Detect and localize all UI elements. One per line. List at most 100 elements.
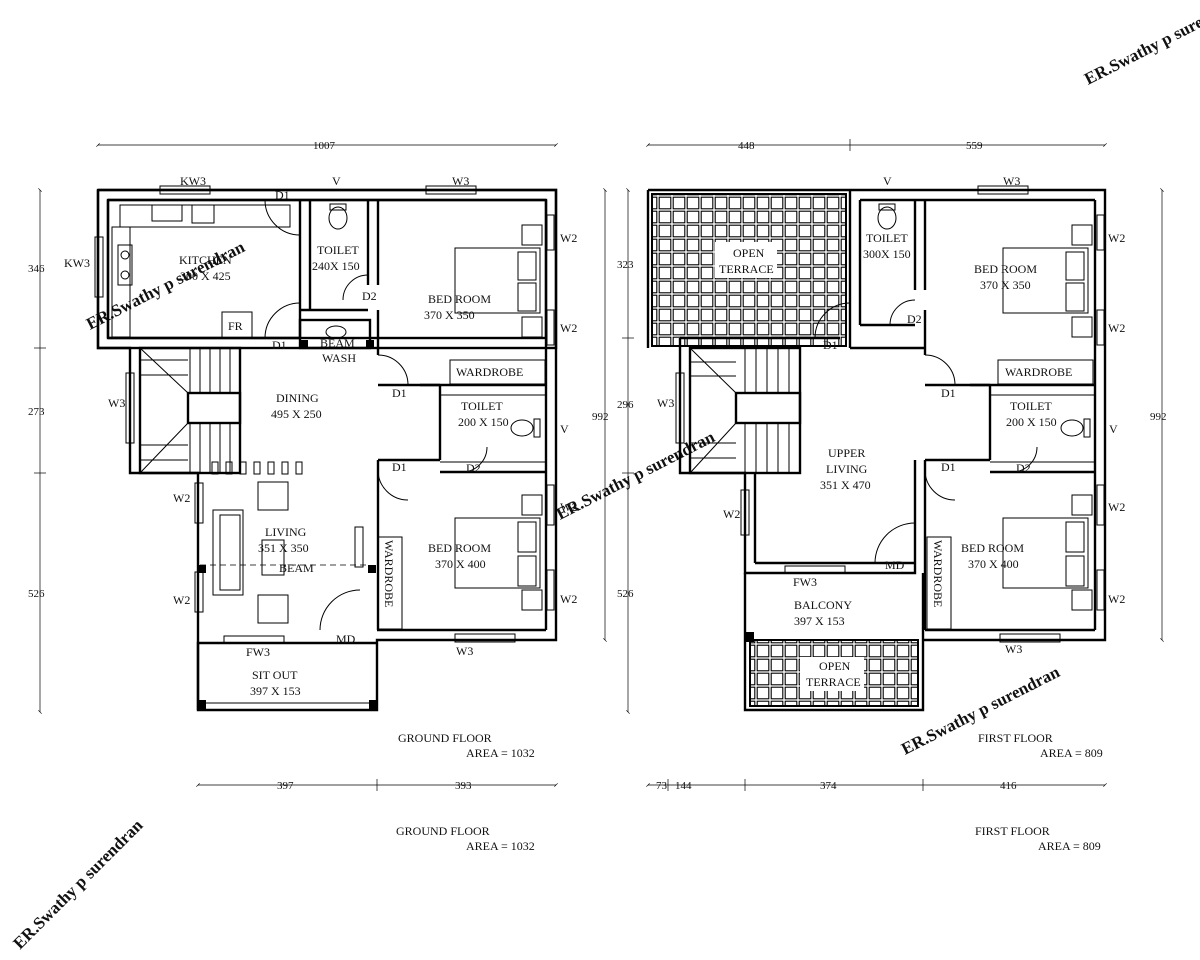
gf-toilet-2-name: TOILET — [461, 399, 503, 413]
gf-toilet-1-name: TOILET — [317, 243, 359, 257]
gf-bed-2-size: 370 X 400 — [435, 557, 486, 571]
gf-beam-2: BEAM — [279, 561, 314, 575]
ff-dim-bottom-3: 374 — [820, 780, 837, 792]
ff-wardrobe-1: WARDROBE — [1005, 365, 1072, 379]
gf-bed-1-size: 370 X 350 — [424, 308, 475, 322]
gf-md: MD — [336, 632, 356, 646]
gf-d1-kitchen-bottom: D1 — [272, 338, 287, 352]
ff-v-toilet: V — [883, 174, 892, 188]
ff-open-terrace-2-name: OPEN — [819, 659, 851, 673]
ff-w2-living: W2 — [723, 507, 740, 521]
ff-toilet-1-name: TOILET — [866, 231, 908, 245]
caption-first-title: FIRST FLOOR — [975, 824, 1050, 838]
ff-balcony-size: 397 X 153 — [794, 614, 845, 628]
gf-wash: WASH — [322, 351, 356, 365]
gf-dim-bottom-2: 393 — [455, 780, 472, 792]
gf-beam-1: BEAM — [320, 336, 355, 350]
ff-d1-terrace: D1 — [823, 338, 838, 352]
gf-w2-bed1-b: W2 — [560, 321, 577, 335]
ff-bed-2-size: 370 X 400 — [968, 557, 1019, 571]
watermark-center: ER.Swathy p surendran — [553, 427, 718, 524]
ground-floor-plan — [34, 143, 607, 791]
gf-dining-size: 495 X 250 — [271, 407, 322, 421]
ff-w2-bed1-b: W2 — [1108, 321, 1125, 335]
gf-dim-left-3: 526 — [28, 588, 45, 600]
captions: GROUND FLOOR AREA = 1032 FIRST FLOOR ARE… — [396, 824, 1101, 853]
gf-living-name: LIVING — [265, 525, 307, 539]
gf-dining-name: DINING — [276, 391, 319, 405]
gf-w3-bed-top: W3 — [452, 174, 469, 188]
ff-fw3: FW3 — [793, 575, 817, 589]
gf-d1-kitchen: D1 — [275, 188, 290, 202]
caption-ground-area: AREA = 1032 — [466, 839, 535, 853]
ff-balcony-name: BALCONY — [794, 598, 852, 612]
gf-w2-bed2-b: W2 — [560, 592, 577, 606]
gf-sit-out-size: 397 X 153 — [250, 684, 301, 698]
watermark-bottom-left: ER.Swathy p surendran — [9, 815, 147, 953]
first-floor-text: 448 559 323 296 526 992 73 144 374 416 O… — [617, 140, 1167, 792]
watermark-top-right: ER.Swathy p surendran — [1081, 0, 1200, 89]
gf-living-size: 351 X 350 — [258, 541, 309, 555]
gf-toilet-1-size: 240X 150 — [312, 259, 360, 273]
ff-toilet-2-name: TOILET — [1010, 399, 1052, 413]
ff-bed-1-name: BED ROOM — [974, 262, 1037, 276]
ff-dim-bottom-4: 416 — [1000, 780, 1017, 792]
ff-d1-bed1: D1 — [941, 386, 956, 400]
gf-area: AREA = 1032 — [466, 746, 535, 760]
ff-upper-living-size: 351 X 470 — [820, 478, 871, 492]
gf-w3-stair: W3 — [108, 396, 125, 410]
gf-kw3-top: KW3 — [180, 174, 206, 188]
gf-fw3: FW3 — [246, 645, 270, 659]
ff-open-terrace-1-name2: TERRACE — [719, 262, 774, 276]
ff-open-terrace-1-name: OPEN — [733, 246, 765, 260]
ff-bed-1-size: 370 X 350 — [980, 278, 1031, 292]
ff-w3-bed-top: W3 — [1003, 174, 1020, 188]
ff-area: AREA = 809 — [1040, 746, 1103, 760]
gf-kw3-left: KW3 — [64, 256, 90, 270]
ff-dim-left-1: 323 — [617, 259, 634, 271]
ff-title: FIRST FLOOR — [978, 731, 1053, 745]
gf-d2-toilet2: D2 — [466, 461, 481, 475]
gf-w2-bed1-a: W2 — [560, 231, 577, 245]
gf-toilet-2-size: 200 X 150 — [458, 415, 509, 429]
ff-w2-bed2-a: W2 — [1108, 500, 1125, 514]
ff-dim-bottom-1: 73 — [656, 780, 668, 792]
ff-dim-bottom-2: 144 — [675, 780, 692, 792]
gf-d2-toilet: D2 — [362, 289, 377, 303]
ff-dim-left-3: 526 — [617, 588, 634, 600]
gf-dim-left-1: 346 — [28, 263, 45, 275]
gf-kitchen-name: KITCHEN — [179, 253, 232, 267]
gf-wardrobe-1: WARDROBE — [456, 365, 523, 379]
ff-d2-toilet: D2 — [907, 312, 922, 326]
gf-w2-living-b: W2 — [173, 593, 190, 607]
ff-v-toilet2: V — [1109, 422, 1118, 436]
ff-open-terrace-2-name2: TERRACE — [806, 675, 861, 689]
ff-dim-top-1: 448 — [738, 140, 755, 152]
gf-fridge: FR — [228, 319, 243, 333]
gf-wardrobe-2: WARDROBE — [382, 540, 396, 607]
gf-bed-2-name: BED ROOM — [428, 541, 491, 555]
ff-upper-living-name: UPPER — [828, 446, 865, 460]
ff-dim-right: 992 — [1150, 411, 1167, 423]
gf-d1-bed1: D1 — [392, 386, 407, 400]
ff-d2-toilet2: D2 — [1016, 461, 1031, 475]
gf-v-toilet2: V — [560, 422, 569, 436]
ff-toilet-2-size: 200 X 150 — [1006, 415, 1057, 429]
ff-d1-bed2: D1 — [941, 460, 956, 474]
ff-md: MD — [885, 558, 905, 572]
ff-dim-top-2: 559 — [966, 140, 983, 152]
gf-dim-right: 992 — [592, 411, 609, 423]
ff-w2-bed2-b: W2 — [1108, 592, 1125, 606]
ff-dim-left-2: 296 — [617, 399, 634, 411]
caption-first-area: AREA = 809 — [1038, 839, 1101, 853]
ff-upper-living-name2: LIVING — [826, 462, 868, 476]
gf-w2-living-a: W2 — [173, 491, 190, 505]
gf-w3-bed2-bottom: W3 — [456, 644, 473, 658]
gf-bed-1-name: BED ROOM — [428, 292, 491, 306]
gf-kitchen-size: 300 X 425 — [180, 269, 231, 283]
gf-w2-bed2-a: W2 — [560, 500, 577, 514]
ground-floor-text: 1007 346 273 526 992 397 393 KITCHEN 300… — [28, 140, 609, 792]
gf-sit-out-name: SIT OUT — [252, 668, 298, 682]
gf-title: GROUND FLOOR — [398, 731, 492, 745]
